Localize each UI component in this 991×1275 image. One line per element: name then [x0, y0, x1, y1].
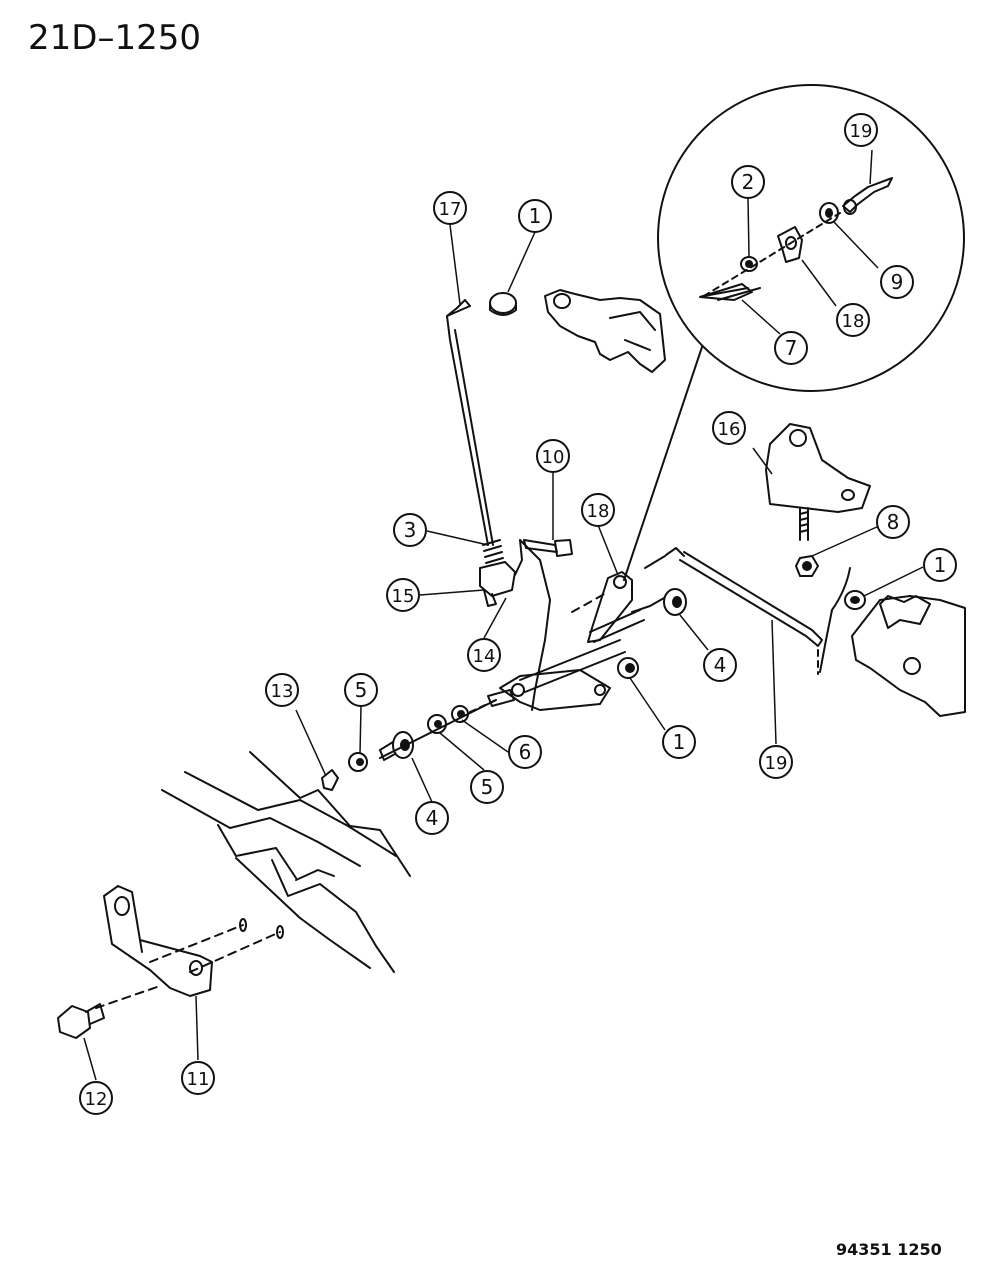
callout-label: 15: [392, 586, 415, 607]
transmission-bracket-top: [544, 289, 666, 373]
nut-8: [795, 555, 819, 577]
callout-label: 13: [271, 681, 294, 702]
callout-6: 6: [508, 735, 542, 769]
callout-15: 15: [386, 578, 420, 612]
callout-19: 19: [844, 113, 878, 147]
callout-5: 5: [344, 673, 378, 707]
callout-label: 10: [542, 447, 565, 468]
bracket-16: [765, 423, 871, 541]
callout-8: 8: [876, 505, 910, 539]
callout-3: 3: [393, 513, 427, 547]
retainer-13: [321, 769, 339, 791]
detail-leader-line: [623, 346, 703, 581]
diagram-code: 21D–1250: [28, 18, 201, 58]
callout-1: 1: [518, 199, 552, 233]
detail-rod-end-19: [842, 177, 893, 215]
callout-1: 1: [923, 548, 957, 582]
callout-label: 16: [718, 419, 741, 440]
callout-label: 5: [355, 678, 368, 702]
grommet-1-right: [844, 590, 866, 610]
bolt-12: [57, 1003, 105, 1039]
callout-18: 18: [836, 303, 870, 337]
figure-number: 94351 1250: [836, 1240, 942, 1259]
callout-12: 12: [79, 1081, 113, 1115]
shaft-end-stud: [487, 689, 515, 707]
callout-label: 1: [673, 730, 686, 754]
callout-label: 11: [187, 1069, 210, 1090]
callout-label: 18: [587, 501, 610, 522]
callout-label: 12: [85, 1089, 108, 1110]
lever-18: [587, 571, 633, 643]
callout-label: 4: [714, 653, 727, 677]
callout-label: 9: [891, 270, 904, 294]
callout-label: 19: [850, 121, 873, 142]
callout-label: 18: [842, 311, 865, 332]
transmission-housing: [851, 595, 966, 717]
callout-7: 7: [774, 331, 808, 365]
detail-bushing-18: [777, 226, 803, 263]
link-rod-19: [644, 547, 823, 647]
frame-rail: [161, 751, 411, 973]
detail-clip-7: [699, 283, 761, 301]
washer-6: [451, 705, 469, 723]
callout-label: 8: [887, 510, 900, 534]
bushing-4-left: [379, 731, 414, 761]
grommet-1-top: [489, 292, 517, 316]
callout-label: 6: [519, 740, 532, 764]
washer-5-right: [427, 714, 447, 734]
swivel-block-15: [479, 561, 516, 607]
callout-label: 3: [404, 518, 417, 542]
washer-top-11: [239, 918, 284, 939]
callout-label: 14: [473, 646, 496, 667]
lower-lever-plate: [499, 669, 611, 711]
callout-4: 4: [415, 801, 449, 835]
callout-1: 1: [662, 725, 696, 759]
callout-17: 17: [433, 191, 467, 225]
shift-rod-17: [446, 299, 494, 546]
callout-10: 10: [536, 439, 570, 473]
callout-label: 5: [481, 775, 494, 799]
callout-label: 1: [934, 553, 947, 577]
callout-16: 16: [712, 411, 746, 445]
grommet-1-mid: [617, 657, 639, 679]
callout-label: 2: [742, 170, 755, 194]
callout-14: 14: [467, 638, 501, 672]
bushing-stack: [379, 699, 497, 759]
callout-13: 13: [265, 673, 299, 707]
callout-label: 1: [529, 204, 542, 228]
cross-shaft: [519, 609, 645, 693]
bolt-10: [523, 539, 573, 557]
callout-19: 19: [759, 745, 793, 779]
callout-label: 4: [426, 806, 439, 830]
spring-3: [482, 539, 504, 564]
washer-5-left: [348, 752, 368, 772]
callout-4: 4: [703, 648, 737, 682]
bracket-11: [103, 885, 213, 997]
callout-2: 2: [731, 165, 765, 199]
callout-18: 18: [581, 493, 615, 527]
spring-clip: [819, 567, 851, 673]
callout-label: 7: [785, 336, 798, 360]
detail-washer-9: [819, 202, 839, 224]
callout-9: 9: [880, 265, 914, 299]
callout-11: 11: [181, 1061, 215, 1095]
callout-label: 17: [439, 199, 462, 220]
link-14: [514, 539, 551, 711]
detail-view-circle: [657, 84, 965, 392]
callout-label: 19: [765, 753, 788, 774]
callout-5: 5: [470, 770, 504, 804]
bushing-4-right: [631, 588, 687, 616]
